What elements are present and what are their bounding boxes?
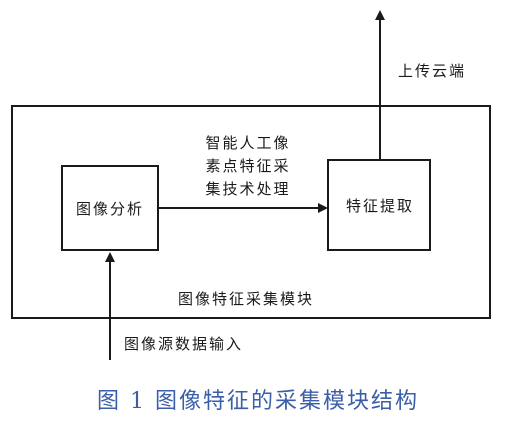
module-label: 图像特征采集模块 (178, 290, 314, 308)
upload-label: 上传云端 (398, 62, 466, 80)
extraction-box-label: 特征提取 (346, 197, 414, 215)
process-label-line-1: 智能人工像 (205, 134, 290, 152)
process-label-line-2: 素点特征采 (205, 157, 290, 175)
module-outer-box (11, 105, 491, 319)
input-label: 图像源数据输入 (124, 335, 243, 353)
process-label-line-3: 集技术处理 (205, 180, 290, 198)
analysis-box-label: 图像分析 (76, 200, 144, 218)
figure-caption: 图 1 图像特征的采集模块结构 (97, 389, 419, 414)
